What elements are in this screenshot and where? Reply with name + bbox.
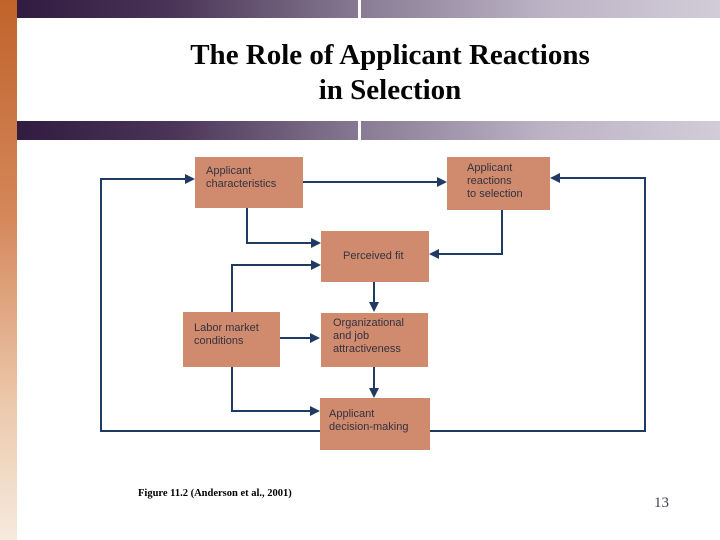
bar-divider-line: [358, 0, 361, 18]
box-applicant-characteristics: Applicant characteristics: [195, 157, 303, 208]
arrowhead-labor-to-org: [310, 333, 320, 343]
connector-org-to-decision: [373, 366, 375, 389]
connector-feedback-left: [100, 178, 102, 432]
connector-characteristics-to-reactions: [302, 181, 438, 183]
arrowhead-labor-to-fit: [311, 260, 321, 270]
connector-labor-to-fit: [231, 264, 312, 266]
connector-feedback-right: [644, 177, 646, 432]
connector-reactions-to-fit: [439, 253, 503, 255]
box-perceived-fit: Perceived fit: [321, 231, 429, 282]
slide-title-line1: The Role of Applicant Reactions: [190, 39, 590, 71]
connector-labor-to-org: [279, 337, 311, 339]
figure-caption: Figure 11.2 (Anderson et al., 2001): [138, 488, 292, 499]
left-accent-bar: [0, 0, 17, 540]
title-underline-bar: [17, 121, 720, 140]
connector-into-reactions-right: [560, 177, 646, 179]
box-labor-market-conditions: Labor market conditions: [183, 312, 280, 367]
box-organizational-attractiveness: Organizational and job attractiveness: [321, 313, 428, 367]
arrowhead-org-to-decision: [369, 388, 379, 398]
slide-title: The Role of Applicant Reactions in Selec…: [65, 38, 715, 108]
slide-title-line2: in Selection: [318, 74, 462, 106]
connector-reactions-down: [501, 209, 503, 255]
arrowhead-characteristics-to-fit: [311, 238, 321, 248]
connector-characteristics-to-fit: [246, 242, 312, 244]
arrowhead-characteristics-to-reactions: [437, 177, 447, 187]
box-applicant-decision-making: Applicant decision-making: [320, 398, 430, 450]
connector-characteristics-down: [246, 207, 248, 244]
box-applicant-reactions: Applicant reactions to selection: [447, 157, 550, 210]
arrowhead-into-characteristics: [185, 174, 195, 184]
arrowhead-reactions-to-fit: [429, 249, 439, 259]
arrowhead-labor-to-decision: [310, 406, 320, 416]
connector-labor-down: [231, 366, 233, 412]
page-number: 13: [654, 495, 669, 511]
connector-into-characteristics: [100, 178, 187, 180]
connector-labor-to-decision: [231, 410, 311, 412]
connector-labor-up: [231, 264, 233, 312]
arrowhead-fit-to-org: [369, 302, 379, 312]
bar-divider-line: [358, 121, 361, 140]
top-gradient-bar: [17, 0, 720, 18]
arrowhead-into-reactions-right: [550, 173, 560, 183]
connector-fit-to-org: [373, 281, 375, 303]
